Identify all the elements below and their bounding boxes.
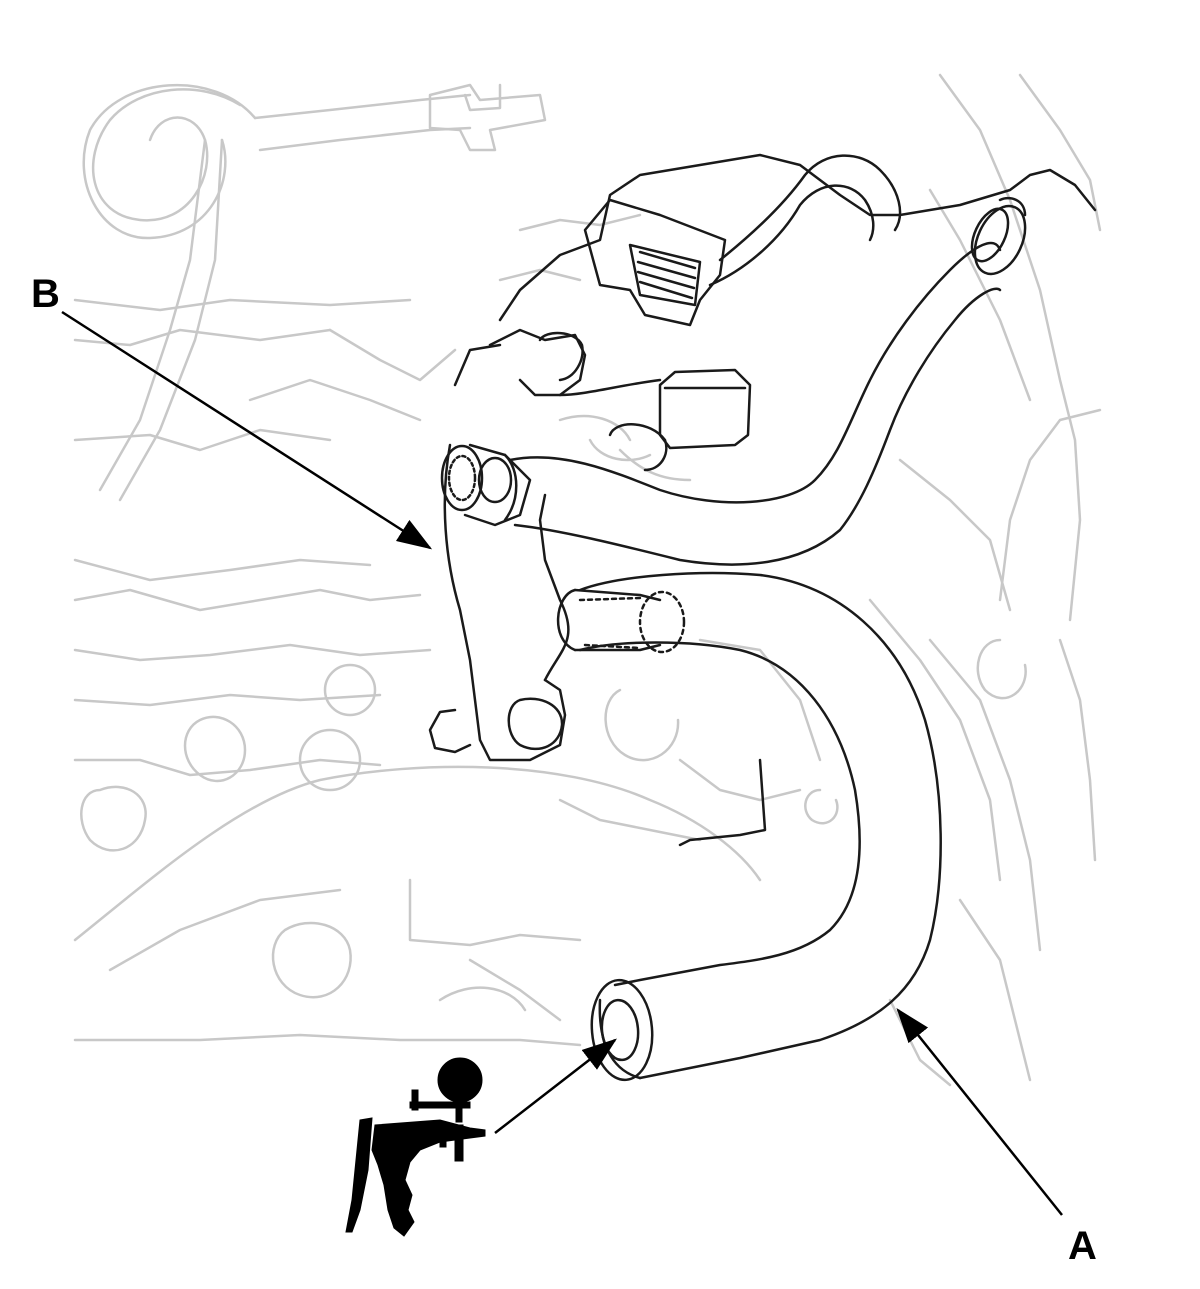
- throttle-body-outline: [498, 153, 902, 322]
- callout-a-leader: [896, 1008, 1063, 1216]
- upper-connector: [583, 198, 727, 327]
- lower-bracket: [678, 758, 767, 847]
- valve-body: [428, 328, 668, 762]
- vacuum-pump-gauge-icon: [345, 1057, 486, 1237]
- callout-a-label: A: [1068, 1224, 1097, 1268]
- callout-b-label: B: [31, 272, 60, 316]
- solenoid-port: [573, 588, 686, 654]
- pump-leader: [494, 1038, 617, 1134]
- hose-fitting: [440, 443, 532, 527]
- hose-a: [556, 571, 942, 1082]
- callout-b-leader: [61, 310, 433, 550]
- hose-b: [508, 168, 1097, 566]
- upper-small-hose: [718, 154, 902, 262]
- foreground-components: [428, 153, 1097, 1082]
- lower-connector: [658, 368, 752, 450]
